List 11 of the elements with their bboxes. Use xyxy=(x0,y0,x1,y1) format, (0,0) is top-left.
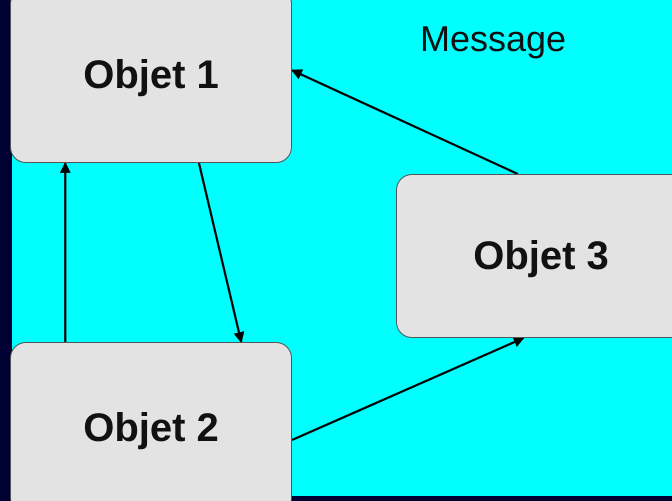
object-box xyxy=(10,0,292,163)
arrow xyxy=(292,336,525,442)
arrow xyxy=(291,69,518,175)
object-box xyxy=(396,174,672,338)
arrow xyxy=(60,162,71,342)
object-name: Objet 3 xyxy=(473,234,609,278)
arrow xyxy=(198,162,244,344)
object-name: Objet 1 xyxy=(83,53,219,98)
message-label: Message xyxy=(420,18,566,60)
object-box xyxy=(10,342,292,501)
object-name: Objet 2 xyxy=(83,406,219,450)
